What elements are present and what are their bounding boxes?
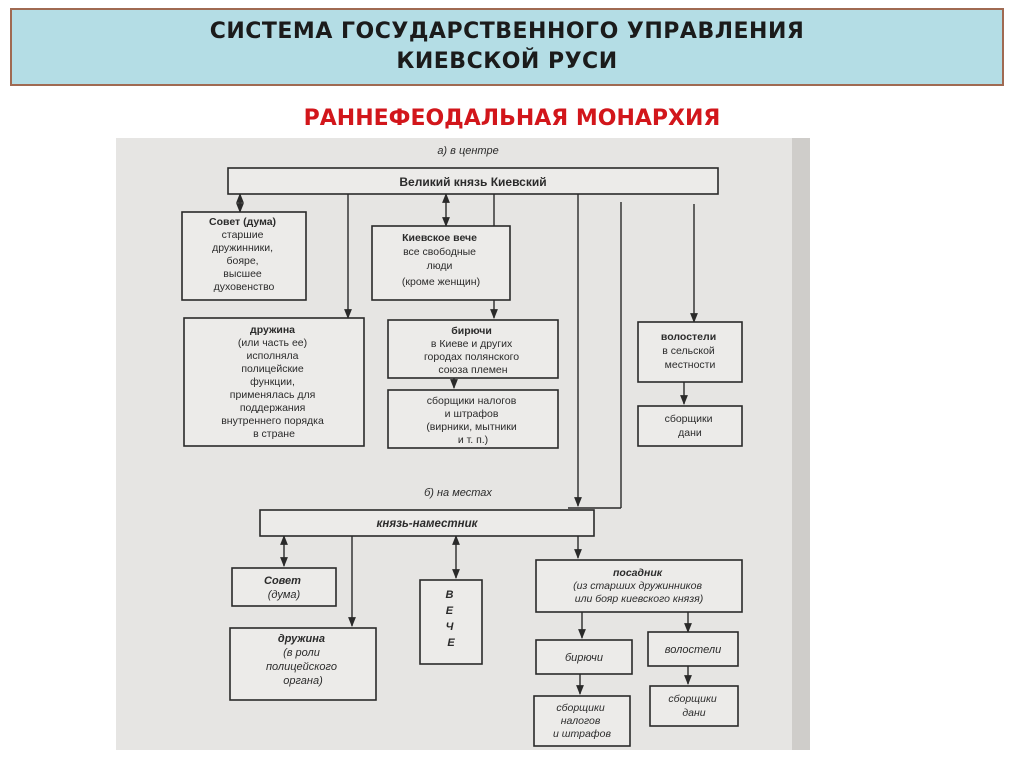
posadnik-box: посадник (из старших дружинников или боя… xyxy=(535,559,743,613)
vice-prince-label: князь-наместник xyxy=(377,518,479,530)
volosteli-text: волостели в сельской местности xyxy=(661,331,719,371)
volosteli-box: волостели в сельской местности xyxy=(637,321,743,383)
local-tribute-text: сборщики дани xyxy=(668,693,719,719)
veche-text: Киевское вече все свободные люди (кроме … xyxy=(402,232,480,288)
council-box: Совет (дума) старшие дружинники, бояре, … xyxy=(181,211,307,301)
local-veche-box: В Е Ч Е xyxy=(419,579,483,665)
local-council-box: Совет (дума) xyxy=(231,567,337,607)
local-heralds-box: бирючи xyxy=(535,639,633,675)
vice-prince-box: князь-наместник xyxy=(259,509,595,537)
section-center-label: а) в центре xyxy=(437,145,498,157)
heralds-box: бирючи в Киеве и других городах полянско… xyxy=(387,319,559,379)
title-banner: СИСТЕМА ГОСУДАРСТВЕННОГО УПРАВЛЕНИЯ КИЕВ… xyxy=(10,8,1004,86)
section-local-label: б) на местах xyxy=(424,487,492,499)
title-line-1: СИСТЕМА ГОСУДАРСТВЕННОГО УПРАВЛЕНИЯ xyxy=(209,19,805,44)
local-volosteli-label: волостели xyxy=(665,644,721,656)
local-druzhina-box: дружина (в роли полицейского органа) xyxy=(229,627,377,701)
local-council-text: Совет (дума) xyxy=(264,575,304,601)
council-text: Совет (дума) старшие дружинники, бояре, … xyxy=(209,216,279,293)
state-structure-diagram: а) в центре Великий князь Киевский Совет… xyxy=(181,145,743,747)
veche-box: Киевское вече все свободные люди (кроме … xyxy=(371,225,511,301)
local-tribute-box: сборщики дани xyxy=(649,685,739,727)
local-volosteli-box: волостели xyxy=(647,631,739,667)
connectors-local xyxy=(280,535,692,695)
posadnik-text: посадник (из старших дружинников или боя… xyxy=(573,567,705,605)
title-line-2: КИЕВСКОЙ РУСИ xyxy=(396,49,618,74)
collectors-text: сборщики налогов и штрафов (вирники, мыт… xyxy=(426,395,519,446)
tribute-collectors-text: сборщики дани xyxy=(665,413,716,439)
heralds-text: бирючи в Киеве и других городах полянско… xyxy=(424,325,522,376)
page-edge-shade xyxy=(792,138,810,750)
page-subtitle: РАННЕФЕОДАЛЬНАЯ МОНАРХИЯ xyxy=(303,106,721,131)
tribute-collectors-box: сборщики дани xyxy=(637,405,743,447)
local-veche-text: В Е Ч Е xyxy=(445,589,456,649)
local-collectors-text: сборщики налогов и штрафов xyxy=(553,702,612,740)
grand-prince-box: Великий князь Киевский xyxy=(227,167,719,195)
local-collectors-box: сборщики налогов и штрафов xyxy=(533,695,631,747)
grand-prince-label: Великий князь Киевский xyxy=(399,175,546,189)
druzhina-text: дружина (или часть ее) исполняла полицей… xyxy=(221,324,327,440)
diagram-photo: а) в центре Великий князь Киевский Совет… xyxy=(116,138,810,750)
local-heralds-label: бирючи xyxy=(565,652,603,664)
collectors-box: сборщики налогов и штрафов (вирники, мыт… xyxy=(387,389,559,449)
local-druzhina-text: дружина (в роли полицейского органа) xyxy=(266,633,340,687)
druzhina-box: дружина (или часть ее) исполняла полицей… xyxy=(183,317,365,447)
